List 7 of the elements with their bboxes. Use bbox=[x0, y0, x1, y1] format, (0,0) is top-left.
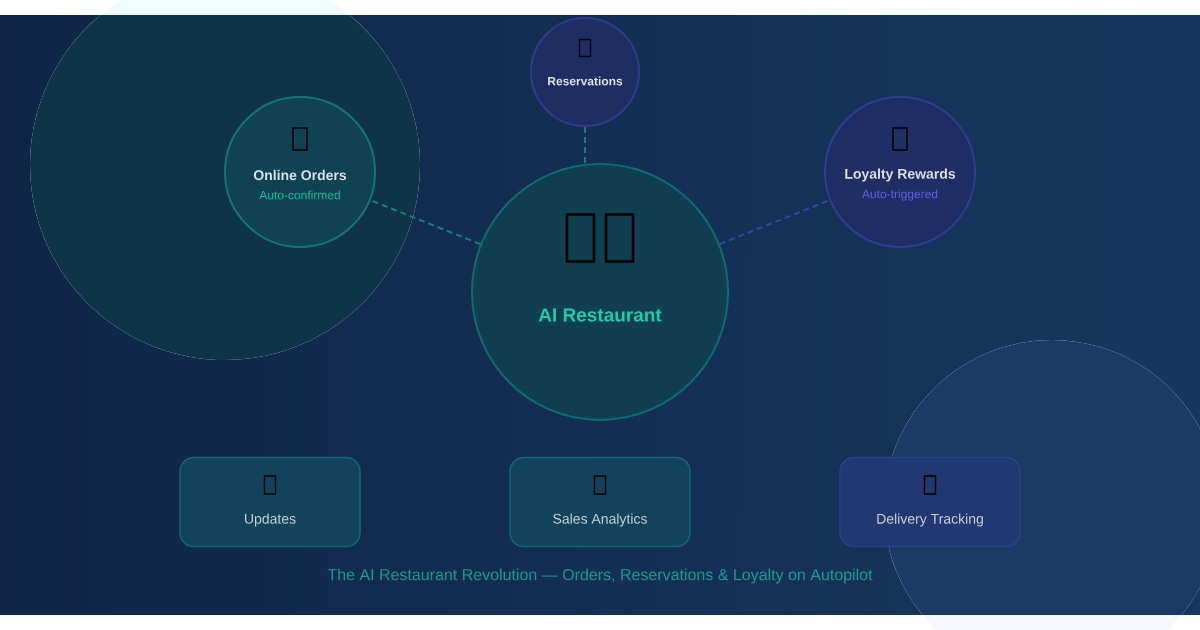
connector-line bbox=[584, 126, 586, 164]
feature-card: Sales Analytics bbox=[509, 456, 691, 548]
connector-line bbox=[718, 199, 831, 246]
feature-card: Delivery Tracking bbox=[839, 456, 1021, 548]
feature-card: Updates bbox=[179, 456, 361, 548]
connector-line bbox=[369, 199, 482, 246]
caption: The AI Restaurant Revolution — Orders, Reservations & Loyalty on Autopilot bbox=[327, 568, 873, 584]
